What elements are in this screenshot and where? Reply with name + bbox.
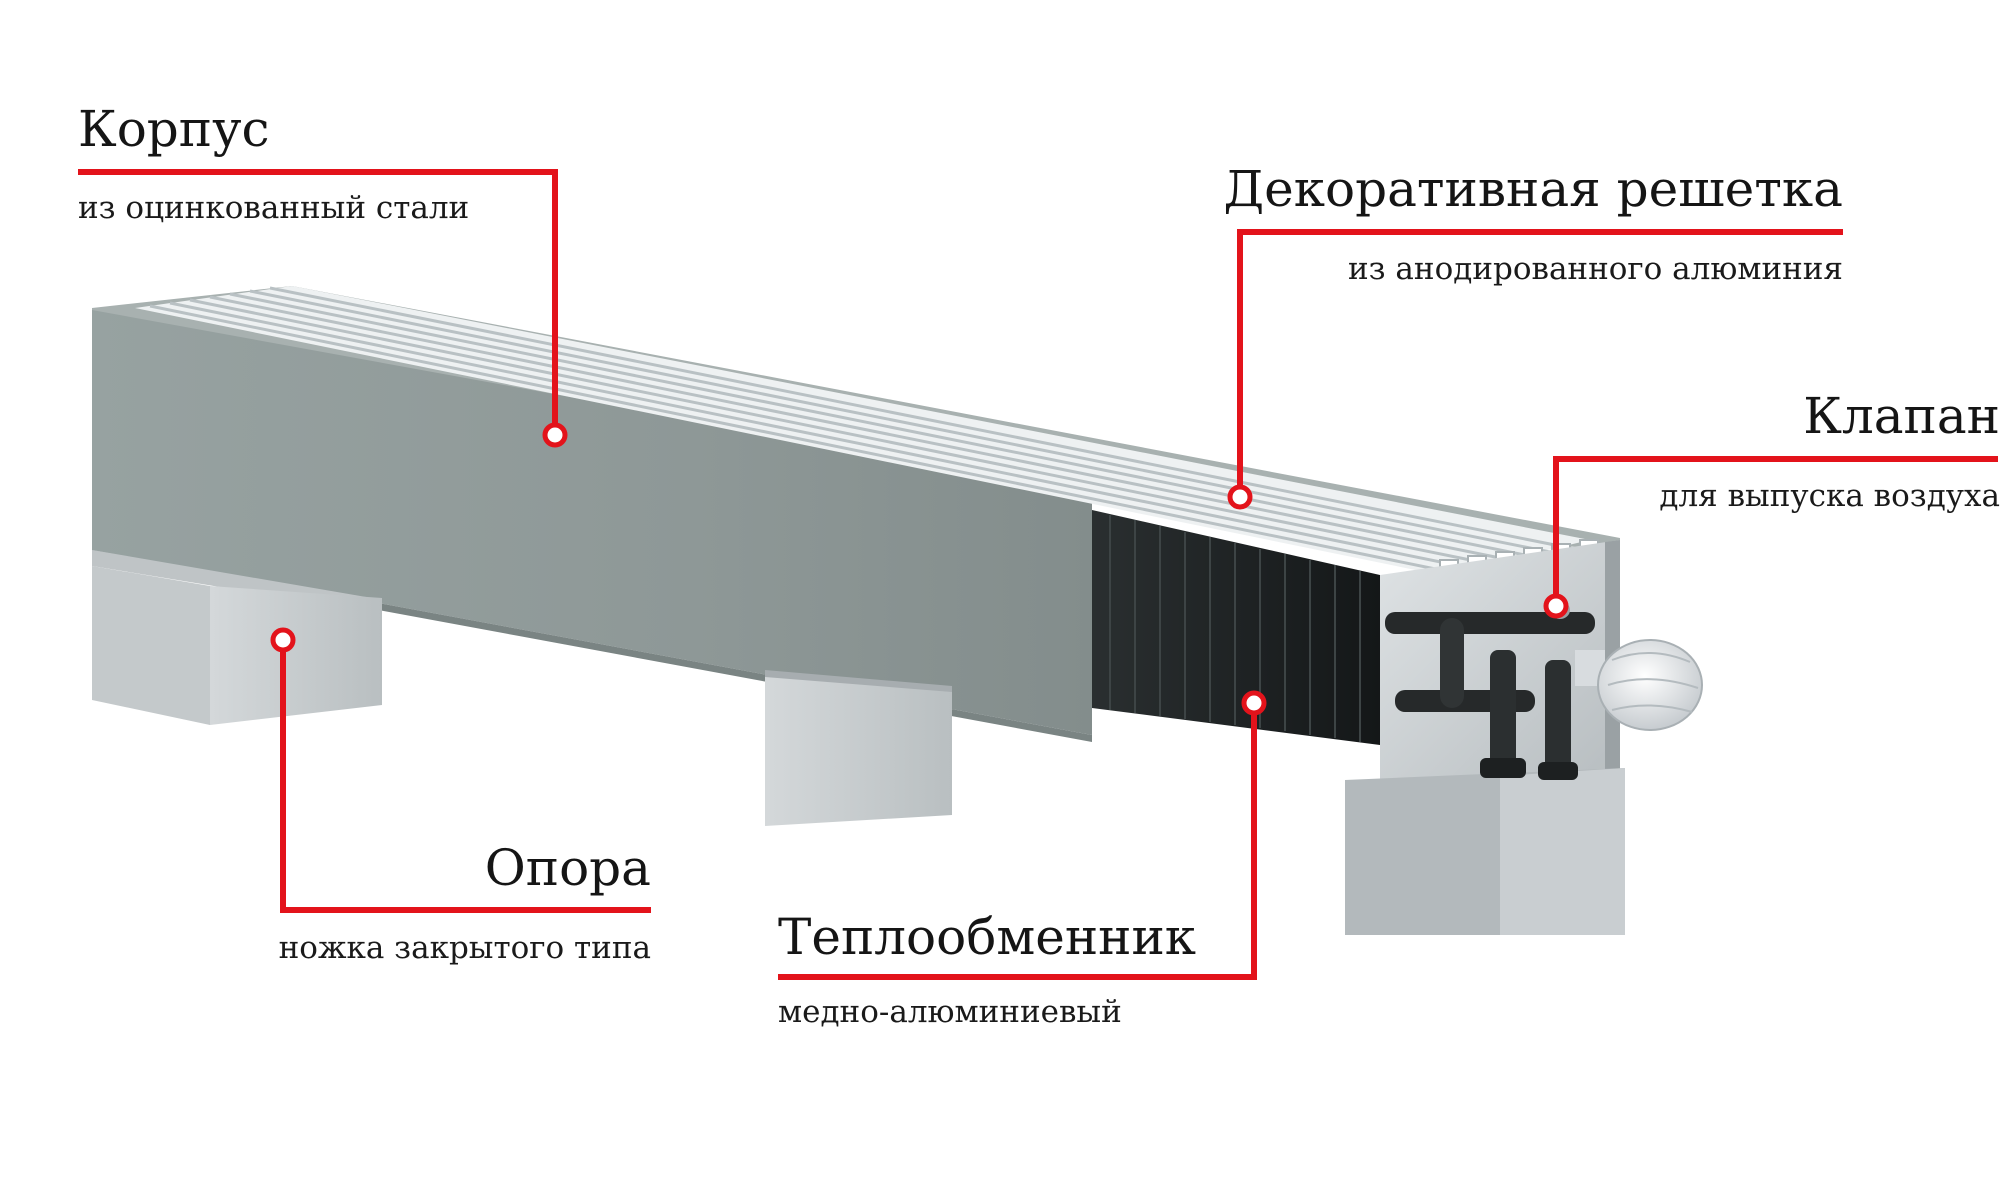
housing-front-face [92,310,1092,735]
grille-slats [149,286,1576,575]
callout-valve-subtitle: для выпуска воздуха [1659,478,2000,514]
leader-body [78,169,558,435]
callout-grille-subtitle: из анодированного алюминия [1348,251,1843,287]
callout-markers [270,422,1569,716]
callout-body-title: Корпус [78,100,270,158]
marker-body-icon [542,422,568,448]
exchanger-fin-lines [1109,515,1361,742]
marker-valve-icon [1543,593,1569,619]
leader-exchanger [778,703,1257,980]
support-left [92,550,382,725]
support-middle-front [765,675,952,826]
heat-exchanger [1092,510,1380,745]
support-left-front [210,586,382,725]
pipe-horizontal [1385,612,1595,634]
leader-grille [1237,229,1843,497]
callout-body-subtitle: из оцинкованный стали [78,190,470,226]
callout-valve-title: Клапан [1803,387,2000,445]
callout-support-subtitle: ножка закрытого типа [278,930,651,966]
pipe-fitting-2 [1538,762,1578,780]
leader-lines [78,169,1998,980]
pipe-u-bend [1440,618,1464,708]
pipe-vertical [1490,650,1516,770]
thermostatic-head-ribs [1607,652,1699,713]
mounting-bracket-front [1500,768,1625,935]
marker-exchanger-icon [1241,690,1267,716]
callout-exchanger-title: Теплообменник [778,908,1197,966]
support-middle-top [765,670,952,692]
pipe-fitting [1480,758,1526,778]
callout-exchanger-subtitle: медно-алюминиевый [778,994,1122,1030]
pipe-vertical-2 [1545,660,1571,775]
callout-grille-title: Декоративная решетка [1223,160,1843,218]
callout-support-title: Опора [484,839,651,897]
end-plate [1345,540,1625,935]
leader-valve [1553,456,1998,606]
support-left-side [92,566,210,725]
marker-support-icon [270,627,296,653]
leader-support [280,640,651,913]
marker-grille-icon [1227,484,1253,510]
support-middle [765,670,952,826]
